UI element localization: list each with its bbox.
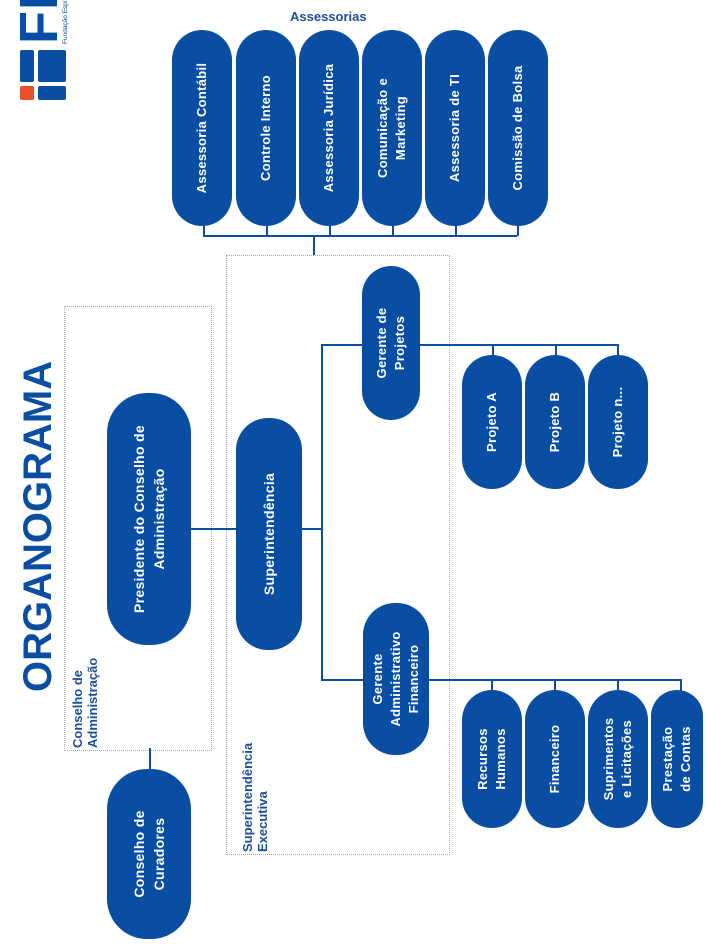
assessorias-bracket xyxy=(203,235,517,237)
logo-text: FEST xyxy=(9,0,69,44)
assessoria-contabil-box: Assessoria Contábil xyxy=(172,30,232,226)
curadores-line xyxy=(149,748,151,770)
assessoria-juridica-box: Assessoria Jurídica xyxy=(299,30,359,226)
gerente-projetos-box: Gerente de Projetos xyxy=(362,266,420,420)
logo-mark-icon xyxy=(20,50,66,100)
superintendencia-exec-frame xyxy=(226,255,450,855)
comissao-bolsa-box: Comissão de Bolsa xyxy=(488,30,548,226)
recursos-humanos-box: Recursos Humanos xyxy=(462,690,522,828)
assessorias-label: Assessorias xyxy=(290,9,367,24)
conselho-admin-label: Conselho de Administração xyxy=(70,657,100,748)
gerente-admin-box: Gerente Administrativo Financeiro xyxy=(363,603,429,755)
projeto-n-box: Projeto n... xyxy=(588,355,648,489)
assessoria-ti-box: Assessoria de TI xyxy=(425,30,485,226)
projeto-a-box: Projeto A xyxy=(462,355,522,489)
prestacao-contas-box: Prestação de Contas xyxy=(651,690,703,828)
logo-subtitle: Fundação Espírito-santense de Tecnologia xyxy=(62,0,70,44)
projeto-b-box: Projeto B xyxy=(525,355,585,489)
page-title: ORGANOGRAMA xyxy=(16,360,60,692)
superintendencia-gerentes-line xyxy=(301,528,323,530)
controle-interno-box: Controle Interno xyxy=(236,30,296,226)
financeiro-box: Financeiro xyxy=(525,690,585,828)
superintendencia-exec-label: Superintendência Executiva xyxy=(240,742,270,852)
superintendencia-box: Superintendência xyxy=(236,418,302,650)
presidente-box: Presidente do Conselho de Administração xyxy=(107,393,191,645)
comunicacao-marketing-box: Comunicação e Marketing xyxy=(362,30,422,226)
conselho-curadores-box: Conselho de Curadores xyxy=(107,769,191,939)
presidente-superintendencia-line xyxy=(190,528,237,530)
suprimentos-licitacoes-box: Suprimentos e Licitações xyxy=(588,690,648,828)
